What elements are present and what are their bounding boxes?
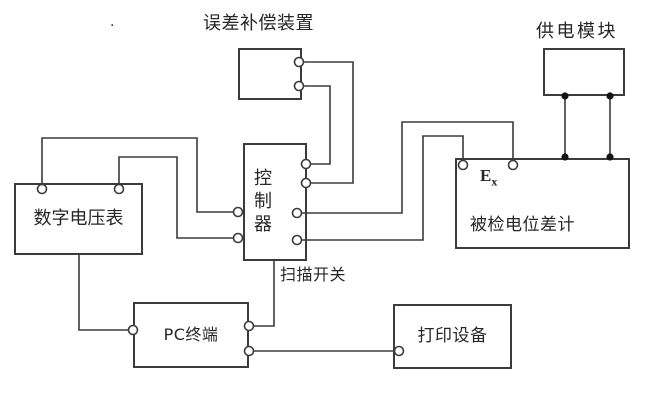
emf-x-subscript: x — [491, 174, 498, 189]
wire-controller-r4-to-potentiometer1 — [297, 135, 464, 241]
printer-label: 打印设备 — [417, 325, 488, 346]
wire-errorcomp-top-to-controller-r2 — [299, 61, 354, 184]
printer-box — [393, 304, 512, 369]
emf-ex-label: Ex — [480, 166, 497, 189]
stray-period-mark: . — [110, 14, 115, 30]
power-supply-box — [543, 48, 625, 96]
error-compensation-label: 误差补偿装置 — [203, 13, 314, 34]
wire-voltmeter-to-pcterminal — [78, 255, 133, 331]
emf-e: E — [480, 166, 492, 185]
wire-scanswitch-to-pcterminal — [249, 261, 275, 327]
terminal-controller-l1 — [232, 206, 244, 218]
error-compensation-box — [238, 48, 302, 100]
potentiometer-label: 被检电位差计 — [470, 215, 575, 235]
controller-label: 控制器 — [254, 168, 272, 235]
pc-terminal-label: PC终端 — [163, 324, 219, 344]
power-supply-label: 供电模块 — [536, 21, 618, 42]
digital-voltmeter-label: 数字电压表 — [33, 207, 124, 229]
scan-switch-label: 扫描开关 — [280, 265, 347, 284]
terminal-controller-l2 — [232, 232, 244, 244]
